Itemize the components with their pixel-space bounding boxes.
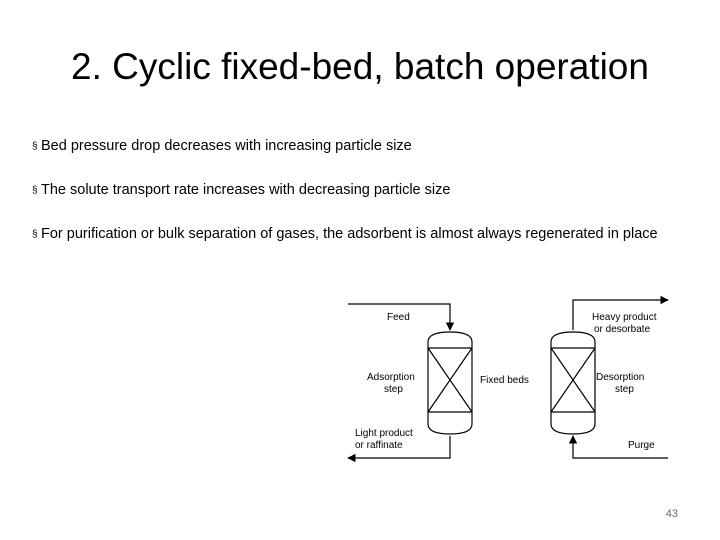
desorption-step-label: step <box>615 384 634 395</box>
bullet-marker: § <box>32 141 38 152</box>
bullet-item: §For purification or bulk separation of … <box>32 224 662 245</box>
bullet-item: §The solute transport rate increases wit… <box>32 180 662 201</box>
fixed-beds-label: Fixed beds <box>480 375 529 386</box>
purge-line <box>568 435 668 459</box>
heavy-product-label: or desorbate <box>594 324 651 335</box>
feed-label: Feed <box>387 312 410 323</box>
slide-title: 2. Cyclic fixed-bed, batch operation <box>71 46 649 87</box>
desorption-step-label: Desorption <box>596 372 644 383</box>
purge-label: Purge <box>628 440 655 451</box>
heavy-product-label: Heavy product <box>592 312 657 323</box>
bullet-marker: § <box>32 229 38 240</box>
fixed-bed-diagram: Feed Heavy product or desorbate Adsorpti… <box>347 295 669 463</box>
adsorption-column <box>427 331 473 435</box>
desorption-column <box>550 331 596 435</box>
bullet-text: Bed pressure drop decreases with increas… <box>41 138 412 154</box>
bullet-text: The solute transport rate increases with… <box>41 182 451 198</box>
bullet-marker: § <box>32 185 38 196</box>
bullet-text: For purification or bulk separation of g… <box>41 226 658 242</box>
bullet-item: §Bed pressure drop decreases with increa… <box>32 136 662 157</box>
light-product-label: or raffinate <box>355 440 403 451</box>
page-number: 43 <box>665 508 678 520</box>
feed-line <box>348 303 455 331</box>
light-product-label: Light product <box>355 428 413 439</box>
heavy-product-line <box>572 295 669 330</box>
adsorption-step-label: step <box>384 384 403 395</box>
light-product-line <box>347 436 451 463</box>
adsorption-step-label: Adsorption <box>367 372 415 383</box>
